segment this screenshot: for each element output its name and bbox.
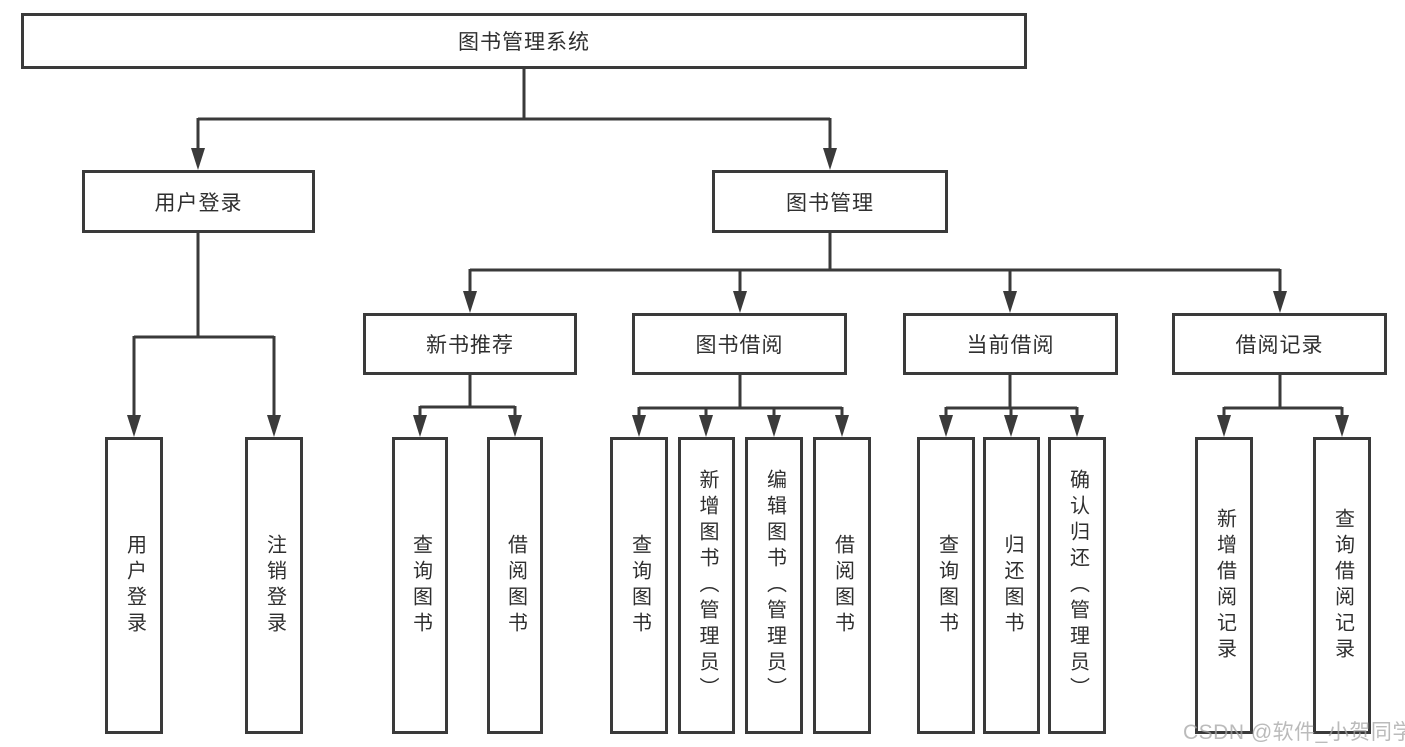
- leaf-query-books-1-label: 查询图书: [409, 533, 432, 638]
- leaf-edit-book-admin-label: 编辑图书（管理员）: [763, 468, 786, 703]
- leaf-query-borrow-record: 查询借阅记录: [1313, 437, 1371, 734]
- leaf-return-book: 归还图书: [983, 437, 1040, 734]
- leaf-return-book-label: 归还图书: [1001, 533, 1023, 638]
- node-borrow-records-label: 借阅记录: [1235, 334, 1324, 357]
- leaf-borrow-book-1: 借阅图书: [487, 437, 543, 734]
- node-book-borrow: 图书借阅: [632, 313, 847, 375]
- leaf-add-book-admin-label: 新增图书（管理员）: [696, 468, 718, 703]
- leaf-confirm-return-admin: 确认归还（管理员）: [1048, 437, 1106, 734]
- node-borrow-records: 借阅记录: [1172, 313, 1387, 375]
- leaf-user-login: 用户登录: [105, 437, 163, 734]
- leaf-query-books-3: 查询图书: [917, 437, 975, 734]
- csdn-watermark: CSDN @软件_小贺同学: [1183, 721, 1405, 744]
- node-root: 图书管理系统: [21, 13, 1027, 69]
- node-current-borrow: 当前借阅: [903, 313, 1118, 375]
- leaf-add-borrow-record: 新增借阅记录: [1195, 437, 1253, 734]
- leaf-logout-label: 注销登录: [263, 533, 286, 638]
- leaf-add-book-admin: 新增图书（管理员）: [678, 437, 735, 734]
- leaf-user-login-label: 用户登录: [123, 533, 146, 638]
- leaf-confirm-return-admin-label: 确认归还（管理员）: [1066, 468, 1089, 703]
- leaf-borrow-book-2-label: 借阅图书: [831, 533, 854, 638]
- leaf-query-books-2-label: 查询图书: [628, 533, 651, 638]
- leaf-query-books-1: 查询图书: [392, 437, 448, 734]
- node-current-borrow-label: 当前借阅: [966, 334, 1055, 357]
- leaf-query-books-3-label: 查询图书: [935, 533, 958, 638]
- leaf-query-borrow-record-label: 查询借阅记录: [1331, 507, 1354, 664]
- node-user-login: 用户登录: [82, 170, 315, 233]
- node-new-book-recommend: 新书推荐: [363, 313, 577, 375]
- leaf-add-borrow-record-label: 新增借阅记录: [1213, 507, 1236, 664]
- node-book-management-label: 图书管理: [786, 191, 874, 215]
- leaf-edit-book-admin: 编辑图书（管理员）: [745, 437, 803, 734]
- leaf-logout: 注销登录: [245, 437, 303, 734]
- node-new-book-recommend-label: 新书推荐: [426, 334, 514, 357]
- node-root-label: 图书管理系统: [458, 31, 590, 54]
- node-book-management: 图书管理: [712, 170, 948, 233]
- leaf-borrow-book-1-label: 借阅图书: [504, 533, 527, 638]
- leaf-query-books-2: 查询图书: [610, 437, 668, 734]
- leaf-borrow-book-2: 借阅图书: [813, 437, 871, 734]
- node-user-login-label: 用户登录: [154, 191, 243, 215]
- node-book-borrow-label: 图书借阅: [695, 334, 784, 357]
